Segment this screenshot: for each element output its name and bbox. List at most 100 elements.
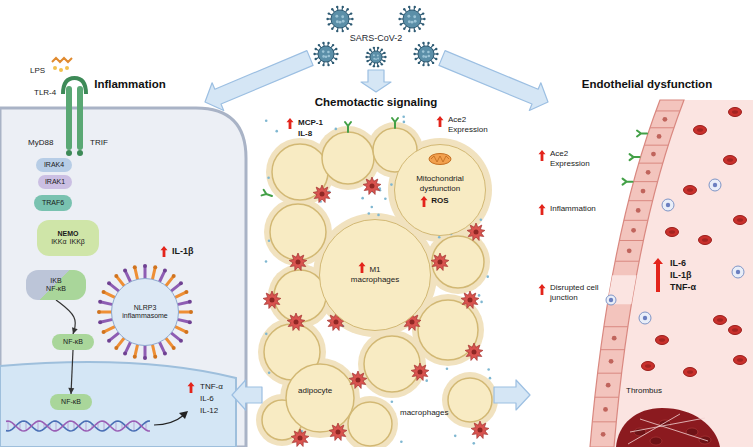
endothelial-junction xyxy=(629,200,653,201)
virus-spike-tip xyxy=(400,23,402,25)
macrophage-nucleus xyxy=(474,230,479,235)
virus-body xyxy=(403,10,421,28)
virus-spot xyxy=(335,15,338,18)
macrophage xyxy=(431,253,449,270)
block-arrow xyxy=(494,380,530,410)
panel-heading: Chemotactic signaling xyxy=(315,96,438,110)
pathway-arrow xyxy=(56,300,78,334)
virus-spike-tip xyxy=(331,27,333,29)
protein-blob: IRAK4 xyxy=(36,158,72,172)
inflammasome-spoke-tip xyxy=(123,269,127,273)
junction-gap xyxy=(607,275,636,304)
macrophage-nucleus xyxy=(438,260,443,265)
ace2-receptor xyxy=(392,118,398,128)
cytokine-dot xyxy=(480,301,483,304)
virus-spike-tip xyxy=(327,64,329,66)
immune-cell xyxy=(639,312,651,324)
annotation-label: IL-6 xyxy=(200,394,214,404)
virus-spike-tip xyxy=(332,62,334,64)
cytokine-dot xyxy=(368,212,371,215)
dna-rung xyxy=(38,421,39,431)
inflammasome-spoke-tip xyxy=(172,346,176,350)
annotation-label: Ace2 Expression xyxy=(448,115,488,134)
endothelial-junction xyxy=(634,181,658,182)
virus-spike-tip xyxy=(383,52,385,54)
vessel-wall xyxy=(590,100,684,447)
endothelial-junction xyxy=(619,240,643,241)
cytokine-dot xyxy=(265,260,268,263)
endothelial-junction xyxy=(595,397,619,398)
macrophage-nucleus xyxy=(270,298,275,303)
endothelial-junction xyxy=(615,261,639,262)
macrophage xyxy=(471,421,489,438)
mitochondrion-cristae xyxy=(431,156,449,162)
node-text: SARS-CoV-2 xyxy=(350,33,403,44)
inflammasome-spoke xyxy=(144,345,147,357)
increase-arrow xyxy=(653,258,663,292)
virus-spike-tip xyxy=(377,65,379,67)
inflammasome-spoke-tip xyxy=(153,265,157,269)
increase-arrow xyxy=(188,382,195,393)
red-blood-cell-center xyxy=(697,128,703,132)
virus-spike-tip xyxy=(322,42,324,44)
cytokine-dot xyxy=(265,333,268,336)
cytokine-dot xyxy=(268,239,271,242)
annotation-label: TLR-4 xyxy=(34,88,56,98)
cytokine-dot xyxy=(438,236,441,239)
protein-blob: TRAF6 xyxy=(34,195,72,211)
red-blood-cell-center xyxy=(702,238,708,242)
node-text: IKB xyxy=(50,277,61,285)
adipocyte-cell xyxy=(448,378,492,422)
inflammasome-spoke xyxy=(178,311,190,314)
virus-spike-tip xyxy=(331,8,333,10)
virus-spike-tip xyxy=(427,64,429,66)
macrophage xyxy=(291,429,309,446)
panel-heading: Endothelial dysfunction xyxy=(582,78,712,92)
thrombus xyxy=(616,408,720,447)
macrophage xyxy=(411,363,429,380)
virus-spike-tip xyxy=(373,65,375,67)
virus-spike-tip xyxy=(350,12,352,14)
virus-spot xyxy=(322,50,325,53)
virus-spike-tip xyxy=(423,18,425,20)
endothelial-nucleus xyxy=(603,407,608,412)
red-blood-cell xyxy=(684,368,697,377)
cytokine-dot xyxy=(403,121,406,124)
cytokine-dot xyxy=(472,442,475,445)
macrophage xyxy=(461,291,479,308)
dna-rung xyxy=(26,422,27,431)
node-text: TRAF6 xyxy=(42,199,64,207)
virus-spike-tip xyxy=(377,47,379,49)
endothelial-junction xyxy=(644,145,668,146)
cytokine-dot xyxy=(454,435,457,438)
cytokine-dot xyxy=(377,214,380,217)
virus-spike-tip xyxy=(318,62,320,64)
macrophage xyxy=(287,313,305,330)
macrophage xyxy=(467,223,485,240)
immune-cell-nucleus xyxy=(736,270,740,274)
tlr4-receptor xyxy=(77,86,83,150)
virus-spike-tip xyxy=(315,48,317,50)
node-text: M1 macrophages xyxy=(351,265,399,284)
virus-spike-tip xyxy=(414,6,416,8)
virus-spot xyxy=(413,15,416,18)
macrophage-nucleus xyxy=(468,298,473,303)
virus-body xyxy=(370,51,382,63)
immune-cell-nucleus xyxy=(713,183,717,187)
adipose-tissue xyxy=(313,213,437,337)
virus-spot xyxy=(341,15,344,18)
virus-spot xyxy=(377,55,379,57)
lps-molecule xyxy=(52,58,72,62)
virus-spot xyxy=(336,20,339,23)
virus-spike-tip xyxy=(422,12,424,14)
node-text: NF-κB xyxy=(63,338,83,346)
inflammasome-spoke xyxy=(110,333,119,340)
annotation-label: adipocyte xyxy=(298,386,332,396)
cytokine-dot xyxy=(400,440,403,443)
inflammasome-spoke xyxy=(159,342,164,353)
inflammasome-spoke xyxy=(175,292,186,297)
tir-domain xyxy=(77,150,83,156)
node-text: NEMO xyxy=(37,230,99,238)
ace2-receptor xyxy=(345,122,351,132)
